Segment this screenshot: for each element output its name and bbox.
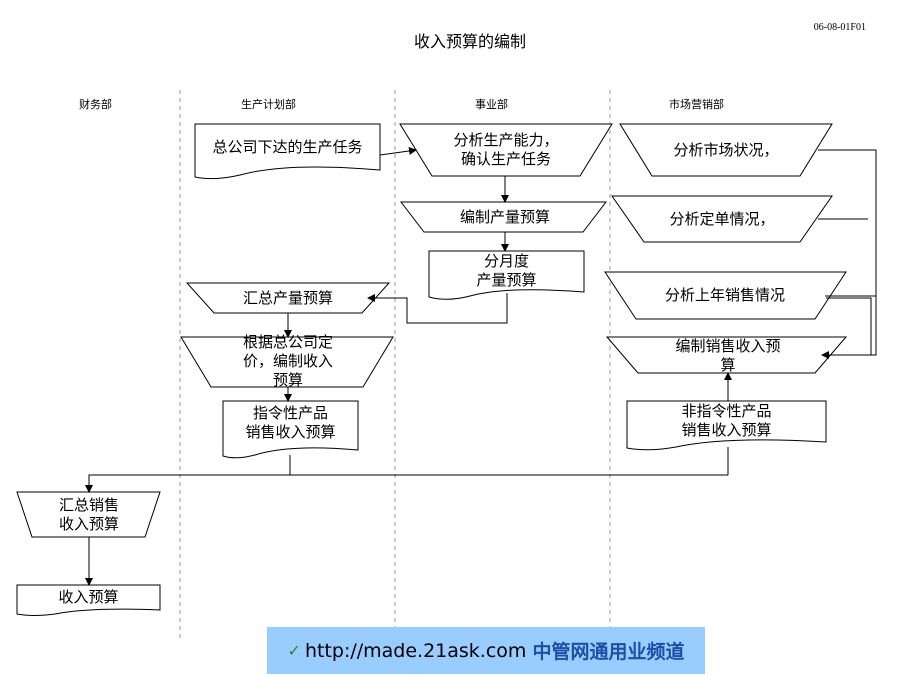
monthly-production-document xyxy=(428,250,585,300)
analyze-capacity-shape xyxy=(399,123,613,177)
footer-site-name[interactable]: 中管网通用业频道 xyxy=(532,641,685,663)
node-compile-sales: 编制销售收入预 算 xyxy=(675,337,781,374)
page-title: 收入预算的编制 xyxy=(413,32,526,51)
node-aggregate-sales: 汇总销售 收入预算 xyxy=(58,495,119,533)
task-issue-document xyxy=(194,123,381,180)
node-nondirective-sales: 非指令性产品 销售收入预算 xyxy=(681,402,772,439)
directive-sales-document xyxy=(222,400,359,459)
node-analyze-capacity: 分析生产能力， 确认生产任务 xyxy=(453,131,559,168)
node-compile-production: 编制产量预算 xyxy=(459,207,550,226)
analyze-orders-shape xyxy=(611,195,833,243)
lane-title-production-planning: 生产计划部 xyxy=(241,98,296,111)
connector xyxy=(367,293,508,324)
node-monthly-production: 分月度 产量预算 xyxy=(476,252,537,289)
pricing-budget-shape xyxy=(180,336,394,388)
analyze-last-year-shape xyxy=(604,271,847,320)
lane-title-business-unit: 事业部 xyxy=(475,98,508,111)
lane-title-marketing: 市场营销部 xyxy=(669,98,724,111)
node-task-issue: 总公司下达的生产任务 xyxy=(212,137,363,156)
aggregate-production-shape xyxy=(185,282,391,314)
revenue-budget-document xyxy=(16,584,161,616)
connector xyxy=(85,455,291,493)
node-pricing-budget: 根据总公司定 价，编制收入 预算 xyxy=(242,332,333,389)
lane-title-finance: 财务部 xyxy=(79,98,112,111)
node-analyze-market: 分析市场状况， xyxy=(673,140,779,159)
node-aggregate-production: 汇总产量预算 xyxy=(242,288,333,307)
node-revenue-budget: 收入预算 xyxy=(58,588,119,606)
compile-sales-shape xyxy=(605,336,848,374)
node-directive-sales: 指令性产品 销售收入预算 xyxy=(245,404,336,441)
analyze-market-shape xyxy=(619,123,833,177)
footer-banner[interactable]: ✓ http://made.21ask.com 中管网通用业频道 xyxy=(267,627,705,674)
document-code: 06-08-01F01 xyxy=(813,22,866,33)
nondirective-sales-document xyxy=(626,400,827,451)
connector xyxy=(826,297,872,355)
compile-production-shape xyxy=(399,201,608,233)
footer-url[interactable]: http://made.21ask.com xyxy=(304,639,527,662)
node-analyze-orders: 分析定单情况， xyxy=(669,209,775,228)
connector xyxy=(818,149,877,359)
connector xyxy=(379,147,417,156)
checkmark-icon: ✓ xyxy=(287,641,301,660)
node-analyze-last-year: 分析上年销售情况 xyxy=(664,286,785,304)
aggregate-sales-shape xyxy=(16,491,161,538)
